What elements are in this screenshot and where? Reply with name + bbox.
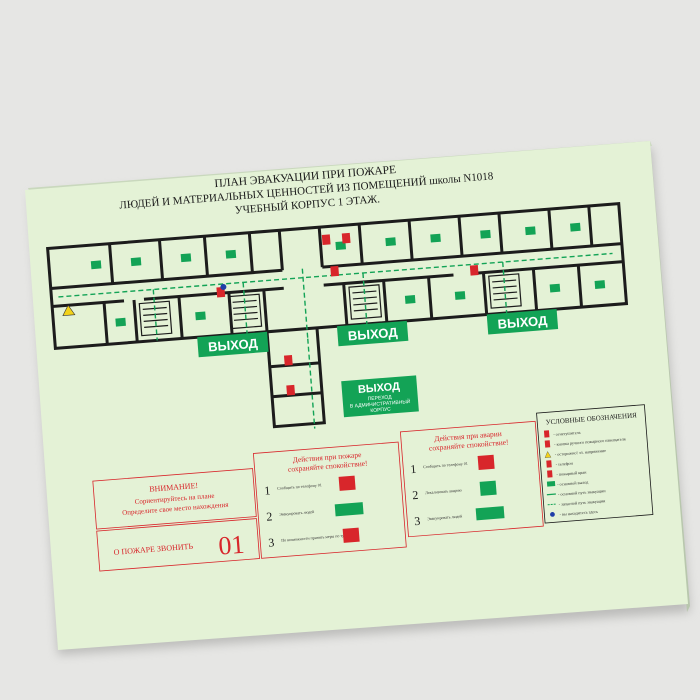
sign-icon [90, 260, 102, 270]
legend-item: - кнопка ручного пожарного извещателя [554, 436, 626, 447]
sign-icon [195, 311, 206, 321]
running-man-exit-icon [334, 502, 364, 517]
sign-icon [404, 295, 416, 304]
stair-evacuation-paths [152, 261, 508, 341]
exit-sign-3: ВЫХОД [486, 309, 559, 335]
phone-icon [321, 234, 331, 246]
exit-sign-4-label: ВЫХОД [358, 381, 401, 396]
fire-call-number: 01 [217, 530, 245, 561]
fire-step-2-num: 2 [266, 509, 273, 523]
fire-extinguisher-icon [469, 264, 479, 276]
outer-wall [46, 202, 629, 351]
fire-extinguisher-icon [342, 527, 360, 543]
backup-route-swatch [547, 503, 557, 506]
running-man-exit-icon [475, 506, 505, 521]
fire-step-1-num: 1 [264, 483, 271, 497]
legend-panel: УСЛОВНЫЕ ОБОЗНАЧЕНИЯ - огнетушитель - кн… [536, 404, 654, 524]
you-are-here-marker [550, 511, 555, 517]
exit-sign-4: ВЫХОД ПЕРЕХОД В АДМИНИСТРАТИВНЫЙ КОРПУС [341, 375, 419, 418]
voltage-warning-icon [544, 451, 552, 458]
legend-item: - пожарный кран [556, 469, 587, 476]
sign-icon [525, 226, 536, 236]
fire-step-1-text: Сообщить по телефону 01 [277, 482, 322, 490]
you-are-here-marker [220, 283, 227, 290]
exit-sign-4-sub3: КОРПУС [370, 406, 391, 414]
sign-icon [594, 280, 606, 289]
legend-item: - запасной путь эвакуации [559, 498, 607, 507]
sign-icon [130, 257, 142, 267]
phone-icon [338, 475, 356, 491]
phone-icon [283, 354, 293, 366]
fire-step-3-text: По возможности принять меры по тушению [281, 532, 356, 543]
accident-step-1-num: 1 [410, 462, 417, 476]
exit-icon [546, 481, 556, 487]
accident-step-3-text: Эвакуировать людей [427, 513, 463, 521]
sign-icon [454, 291, 466, 300]
accident-step-1-text: Сообщить по телефону 01 [423, 461, 468, 469]
fire-extinguisher-icon [341, 232, 351, 244]
sign-icon [570, 222, 581, 232]
fire-hydrant-icon [547, 470, 553, 478]
exit-sign-2-label: ВЫХОД [347, 325, 398, 344]
voltage-warning-icon [62, 304, 76, 317]
main-route-swatch [546, 493, 556, 496]
corridor-top-wall [50, 242, 622, 290]
evacuation-route [58, 252, 613, 429]
legend-item: - телефон [555, 461, 573, 467]
fire-step-2-text: Эвакуировать людей [279, 509, 315, 517]
sign-icon [480, 229, 491, 239]
phone-icon [546, 460, 552, 468]
floor-plan-walls [46, 202, 629, 429]
exit-sign-4-sub1: ПЕРЕХОД [368, 394, 393, 402]
annex-partitions [269, 361, 323, 399]
legend-item: - основной выход [557, 479, 589, 487]
exit-sign-1-label: ВЫХОД [208, 336, 259, 355]
exit-sign-3-label: ВЫХОД [497, 313, 548, 332]
fire-actions-panel: Действия при пожаре сохраняйте спокойств… [252, 441, 407, 559]
sign-icon [180, 253, 192, 263]
main-evacuation-path [58, 252, 613, 298]
sign-icon [115, 317, 126, 327]
sign-icon [225, 249, 237, 259]
accident-step-3-num: 3 [414, 514, 421, 528]
legend-item: - основной путь эвакуации [558, 488, 607, 497]
evacuation-signs [90, 222, 606, 327]
top-room-partitions [108, 205, 594, 284]
sign-icon [385, 237, 396, 247]
exit-sign-1: ВЫХОД [197, 331, 269, 358]
legend-item: - огнетушитель [553, 430, 581, 437]
legend-item: - осторожно! эл. напряжение [555, 448, 607, 457]
phone-icon [477, 454, 495, 470]
sign-icon [430, 233, 441, 243]
fire-extinguisher-icon [543, 430, 550, 438]
alarm-button-icon [330, 265, 340, 277]
first-aid-icon [479, 480, 497, 496]
sign-icon [549, 283, 561, 293]
alarm-button-icon [544, 440, 551, 448]
accident-step-2-text: Локализовать аварию [425, 487, 462, 495]
annex-wing [265, 327, 326, 429]
fire-step-3-num: 3 [268, 535, 275, 549]
fire-equipment-signs [62, 232, 479, 396]
accident-step-2-num: 2 [412, 488, 419, 502]
exit-sign-2: ВЫХОД [336, 320, 409, 347]
phone-icon [286, 384, 296, 396]
attention-heading: ВНИМАНИЕ! [149, 481, 198, 494]
legend-item: - вы находитесь здесь [559, 509, 598, 517]
annex-evacuation-path [301, 268, 316, 429]
sign-icon [335, 241, 347, 250]
corridor-bottom-wall [52, 260, 624, 308]
